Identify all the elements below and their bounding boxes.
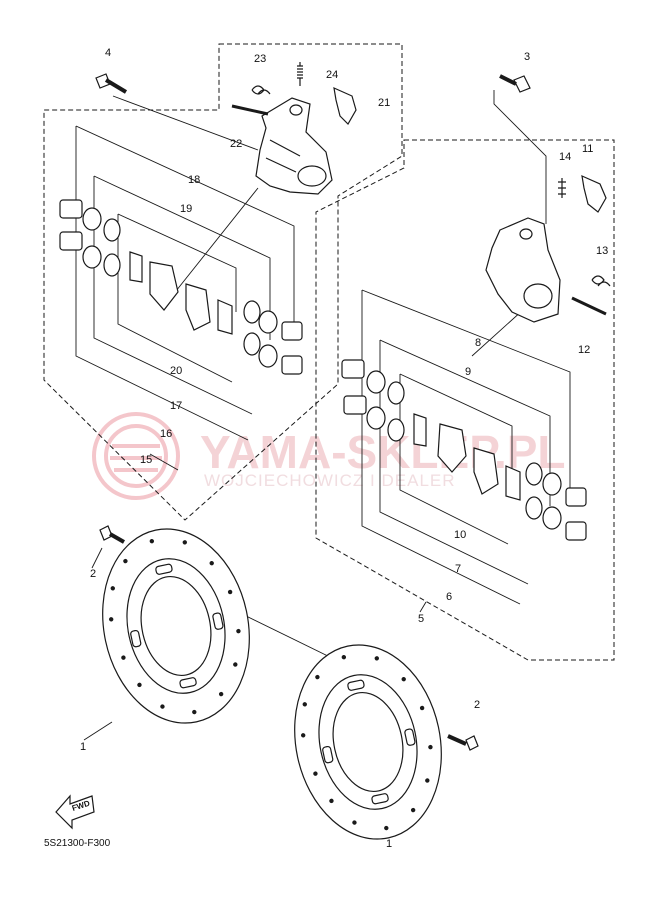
callout-3: 3 <box>524 51 530 63</box>
callout-22: 22 <box>230 138 242 150</box>
watermark-logo <box>92 412 180 500</box>
right-brake-pads <box>413 413 521 501</box>
pin-22 <box>231 104 269 116</box>
left-pistons-seals <box>59 199 303 375</box>
disc-holes-upper <box>108 538 241 715</box>
clip-13 <box>591 275 611 287</box>
left-caliper-group-outline <box>43 43 403 521</box>
watermark-brand: YAMA-SKLEP.PL <box>200 426 566 478</box>
callout-labels: 4 23 24 21 22 18 19 20 17 16 15 3 11 14 … <box>80 47 608 850</box>
pad-spring-21 <box>333 86 357 125</box>
left-caliper-assembly <box>59 62 357 375</box>
brake-disc-lower <box>294 644 442 840</box>
caliper-body-right <box>485 217 561 323</box>
callout-15: 15 <box>140 454 152 466</box>
callout-16: 16 <box>160 428 172 440</box>
callout-21: 21 <box>378 97 390 109</box>
pad-spring-11 <box>581 174 607 213</box>
right-caliper-assembly <box>341 74 611 541</box>
drawing-reference: 5S21300-F300 <box>44 838 111 849</box>
spring-14 <box>558 178 566 198</box>
disc-holes-lower <box>300 654 433 831</box>
callout-7: 7 <box>455 563 461 575</box>
callout-14: 14 <box>559 151 571 163</box>
bolt-3 <box>499 74 531 93</box>
callout-8: 8 <box>475 337 481 349</box>
callout-18: 18 <box>188 174 200 186</box>
callout-2-upper: 2 <box>90 568 96 580</box>
watermark: YAMA-SKLEP.PL WOJCIECHOWICZ I DEALER <box>92 412 566 500</box>
callout-19: 19 <box>180 203 192 215</box>
right-pistons-seals <box>341 359 587 541</box>
callout-13: 13 <box>596 245 608 257</box>
spring-24 <box>297 62 303 86</box>
brake-disc-upper <box>102 528 250 724</box>
caliper-body-left <box>255 97 333 195</box>
callout-1-upper: 1 <box>80 741 86 753</box>
bolt-4 <box>95 73 128 94</box>
clip-23 <box>251 85 271 95</box>
left-brake-pads <box>129 251 233 335</box>
right-caliper-group-outline <box>315 139 615 661</box>
callout-17: 17 <box>170 400 182 412</box>
callout-20: 20 <box>170 365 182 377</box>
callout-2-lower: 2 <box>474 699 480 711</box>
fwd-arrow-icon: FWD <box>55 794 95 830</box>
callout-9: 9 <box>465 366 471 378</box>
callout-23: 23 <box>254 53 266 65</box>
callout-10: 10 <box>454 529 466 541</box>
callout-11: 11 <box>582 143 593 155</box>
callout-1-lower: 1 <box>386 838 392 850</box>
disc-bolts <box>99 525 479 751</box>
callout-6: 6 <box>446 591 452 603</box>
callout-12: 12 <box>578 344 590 356</box>
watermark-dealer: WOJCIECHOWICZ I DEALER <box>204 471 456 490</box>
pin-12 <box>571 296 607 316</box>
callout-24: 24 <box>326 69 338 81</box>
callout-4: 4 <box>105 47 111 59</box>
callout-5: 5 <box>418 613 424 625</box>
